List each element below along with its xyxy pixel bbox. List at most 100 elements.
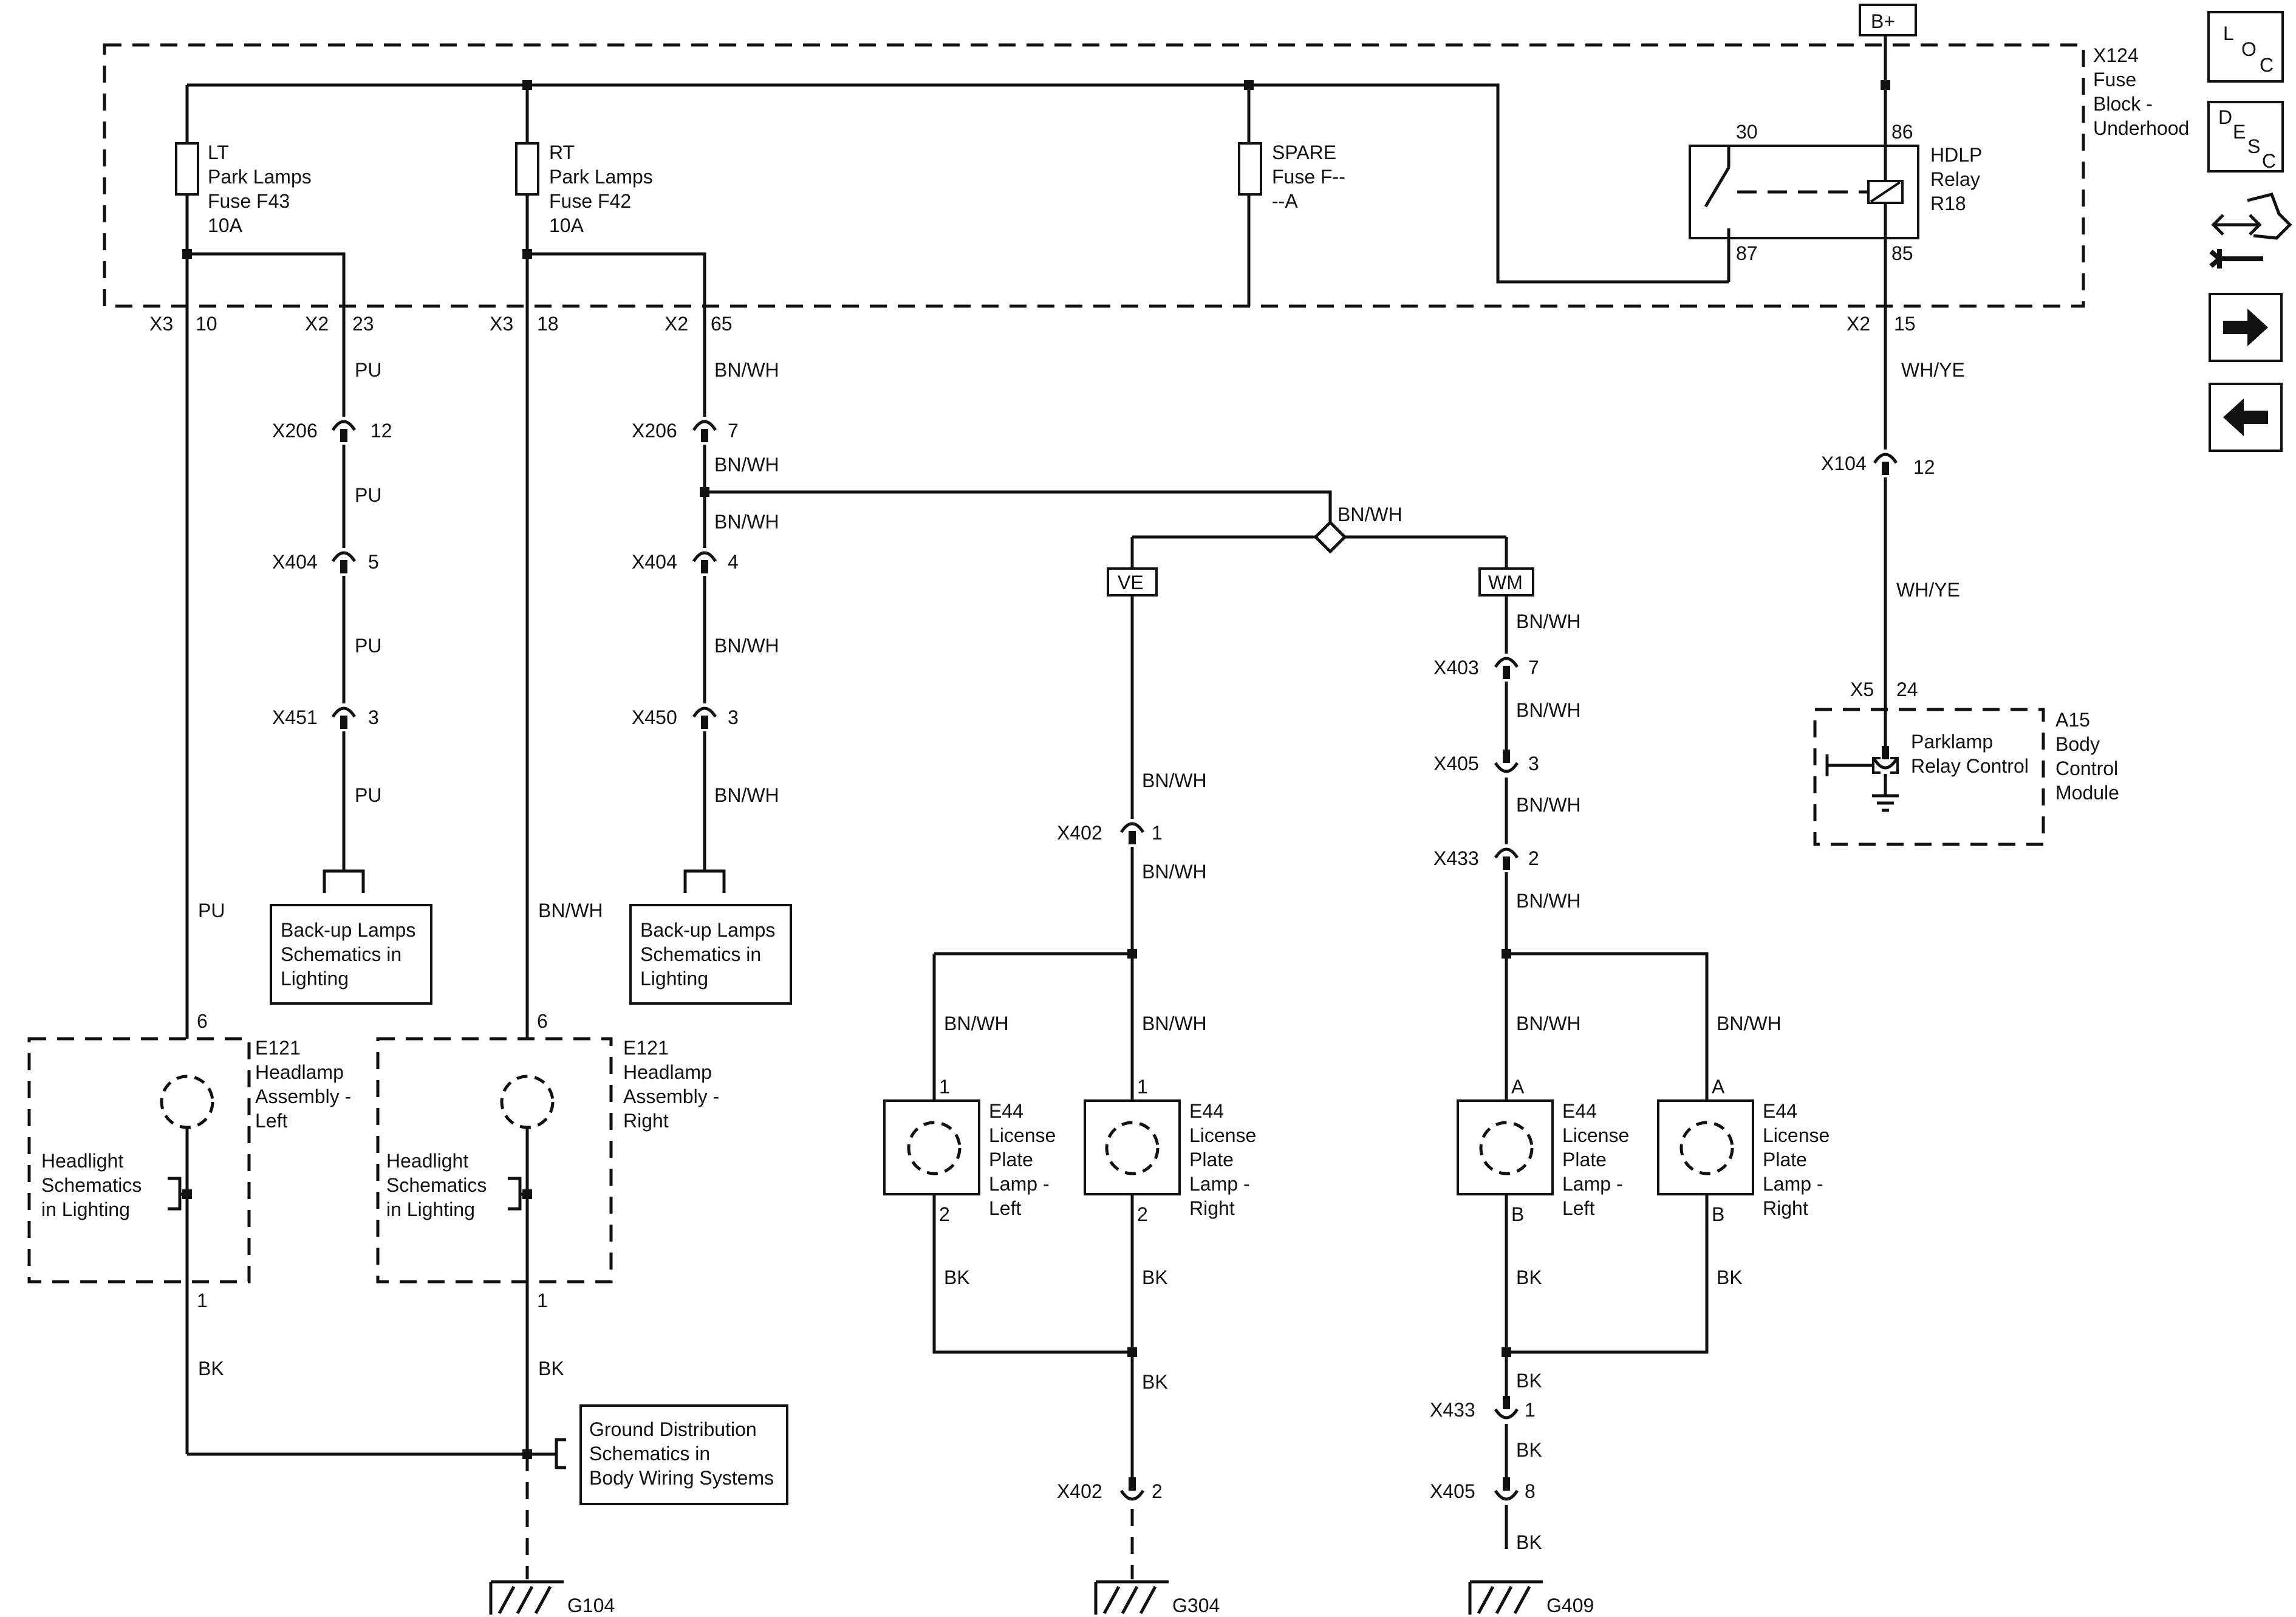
pin-x3-10-num: 10 bbox=[196, 313, 217, 335]
e44-ve-left-pin-bottom: 2 bbox=[939, 1203, 950, 1225]
wire-color-bk: BK bbox=[198, 1358, 224, 1379]
wire-color-bk: BK bbox=[944, 1267, 970, 1288]
inline-connector-icon bbox=[1119, 1477, 1145, 1505]
fuse-block-title: X124 Fuse Block - Underhood bbox=[2093, 44, 2189, 139]
ground-g409-label: G409 bbox=[1546, 1595, 1594, 1616]
connector-name: X5 bbox=[1850, 679, 1874, 700]
connector-name: X404 bbox=[272, 551, 318, 573]
fuse-block-outline bbox=[103, 43, 2085, 308]
splice-dot bbox=[700, 487, 709, 497]
connector-name: X450 bbox=[632, 706, 677, 728]
wire-color-bnwh: BN/WH bbox=[1516, 890, 1581, 912]
wm-wire bbox=[1505, 595, 1709, 1549]
connector-pin: 1 bbox=[1152, 822, 1163, 844]
pin-x2-23-conn: X2 bbox=[305, 313, 329, 335]
spare-fuse-icon bbox=[1238, 142, 1262, 196]
e44-wm-right-box bbox=[1657, 1099, 1754, 1195]
connector-name: X405 bbox=[1433, 753, 1479, 774]
connector-pin: 3 bbox=[728, 706, 739, 728]
option-wm-box bbox=[1478, 567, 1534, 597]
wire-color-whye: WH/YE bbox=[1901, 359, 1965, 381]
connector-name: X104 bbox=[1821, 453, 1867, 474]
bplus-label: B+ bbox=[1871, 10, 1895, 32]
headlight-left-bracket bbox=[168, 1177, 187, 1211]
connector-name: X404 bbox=[632, 551, 677, 573]
connector-pin: 8 bbox=[1525, 1480, 1536, 1502]
connector-pin: 7 bbox=[1528, 657, 1539, 679]
ground-g304-icon bbox=[1094, 1580, 1169, 1615]
wire-color-bk: BK bbox=[1142, 1267, 1168, 1288]
relay-pin-85: 85 bbox=[1891, 242, 1913, 264]
inline-connector-icon bbox=[1873, 450, 1898, 477]
backup-left-text: Back-up Lamps Schematics in Lighting bbox=[281, 919, 421, 990]
wire-color-pu: PU bbox=[355, 635, 381, 657]
connector-pin: 12 bbox=[371, 420, 392, 442]
pin-x2-15-conn: X2 bbox=[1847, 313, 1870, 335]
wire-color-bnwh: BN/WH bbox=[538, 900, 603, 921]
connector-pin: 4 bbox=[728, 551, 739, 573]
pin-x3-18-conn: X3 bbox=[490, 313, 513, 335]
ground-g409-icon bbox=[1468, 1580, 1543, 1615]
desc-letter: E bbox=[2233, 121, 2246, 143]
connector-pin: 7 bbox=[728, 420, 739, 442]
relay-pin-30: 30 bbox=[1736, 121, 1758, 143]
wire-color-bnwh: BN/WH bbox=[1516, 794, 1581, 816]
e44-ve-right-title: E44 License Plate Lamp - Right bbox=[1189, 1100, 1262, 1219]
desc-letter: D bbox=[2218, 106, 2232, 128]
connector-pin: 2 bbox=[1152, 1480, 1163, 1502]
wire-color-bnwh: BN/WH bbox=[1516, 1013, 1581, 1034]
desc-button[interactable]: D E S C bbox=[2207, 101, 2284, 173]
e121-left-outline bbox=[27, 1037, 251, 1284]
backup-right-box bbox=[629, 904, 792, 1005]
connector-pin: 1 bbox=[1525, 1399, 1536, 1421]
e44-wm-left-pin-top: A bbox=[1511, 1076, 1525, 1098]
connector-name: X403 bbox=[1433, 657, 1479, 679]
bnwh-main-wire bbox=[527, 252, 706, 871]
wire-color-bk: BK bbox=[1717, 1267, 1743, 1288]
desc-letter: C bbox=[2262, 150, 2276, 172]
arrow-left-icon[interactable] bbox=[2209, 383, 2283, 452]
wire-color-bk: BK bbox=[1516, 1267, 1542, 1288]
inline-connector-icon bbox=[1119, 819, 1145, 847]
bcm-circuit-label: Parklamp Relay Control bbox=[1911, 731, 2029, 777]
loc-button[interactable]: L O C bbox=[2207, 11, 2284, 83]
connector-name: X402 bbox=[1057, 1480, 1102, 1502]
e121-right-pin-top: 6 bbox=[537, 1010, 548, 1032]
e44-wm-right-pin-bottom: B bbox=[1712, 1203, 1724, 1225]
inline-connector-icon bbox=[692, 417, 717, 445]
bplus-box bbox=[1859, 4, 1917, 36]
splice-dot bbox=[1881, 80, 1890, 90]
e44-ve-left-pin-top: 1 bbox=[939, 1076, 950, 1098]
wire-color-bnwh: BN/WH bbox=[1717, 1013, 1782, 1034]
wire-color-bnwh: BN/WH bbox=[1142, 861, 1207, 883]
ground-g104-icon bbox=[489, 1580, 564, 1615]
option-ve-box bbox=[1107, 567, 1158, 597]
connector-name: X206 bbox=[632, 420, 677, 442]
inline-connector-icon bbox=[331, 548, 357, 576]
arrow-right-icon[interactable] bbox=[2209, 293, 2283, 362]
connector-name: X206 bbox=[272, 420, 318, 442]
license-lamp-ve-right-bulb-icon bbox=[1105, 1121, 1160, 1175]
headlight-right-text: Headlight Schematics in Lighting bbox=[386, 1150, 492, 1220]
wire-color-bk: BK bbox=[1516, 1439, 1542, 1461]
wire-color-bnwh: BN/WH bbox=[1338, 504, 1403, 525]
wire-color-bnwh: BN/WH bbox=[714, 454, 779, 476]
e44-ve-right-pin-top: 1 bbox=[1137, 1076, 1148, 1098]
license-lamp-ve-left-bulb-icon bbox=[907, 1121, 962, 1175]
splice-dot bbox=[1502, 949, 1511, 959]
license-lamp-wm-right-bulb-icon bbox=[1679, 1121, 1734, 1175]
e44-ve-left-title: E44 License Plate Lamp - Left bbox=[989, 1100, 1061, 1219]
loc-letter: C bbox=[2260, 54, 2274, 76]
desc-letter: S bbox=[2247, 135, 2260, 157]
wire-color-pu: PU bbox=[198, 900, 225, 921]
e121-left-pin-top: 6 bbox=[197, 1010, 208, 1032]
connector-pin: 5 bbox=[368, 551, 379, 573]
e44-wm-right-pin-top: A bbox=[1712, 1076, 1725, 1098]
connector-name: X433 bbox=[1433, 847, 1479, 869]
wire-color-bk: BK bbox=[538, 1358, 564, 1379]
ground-g304-label: G304 bbox=[1172, 1595, 1220, 1616]
fuse-f42-icon bbox=[515, 142, 539, 196]
connector-diagnostic-icon[interactable] bbox=[2209, 193, 2292, 268]
connector-pin: 2 bbox=[1528, 847, 1539, 869]
connector-name: X402 bbox=[1057, 822, 1102, 844]
